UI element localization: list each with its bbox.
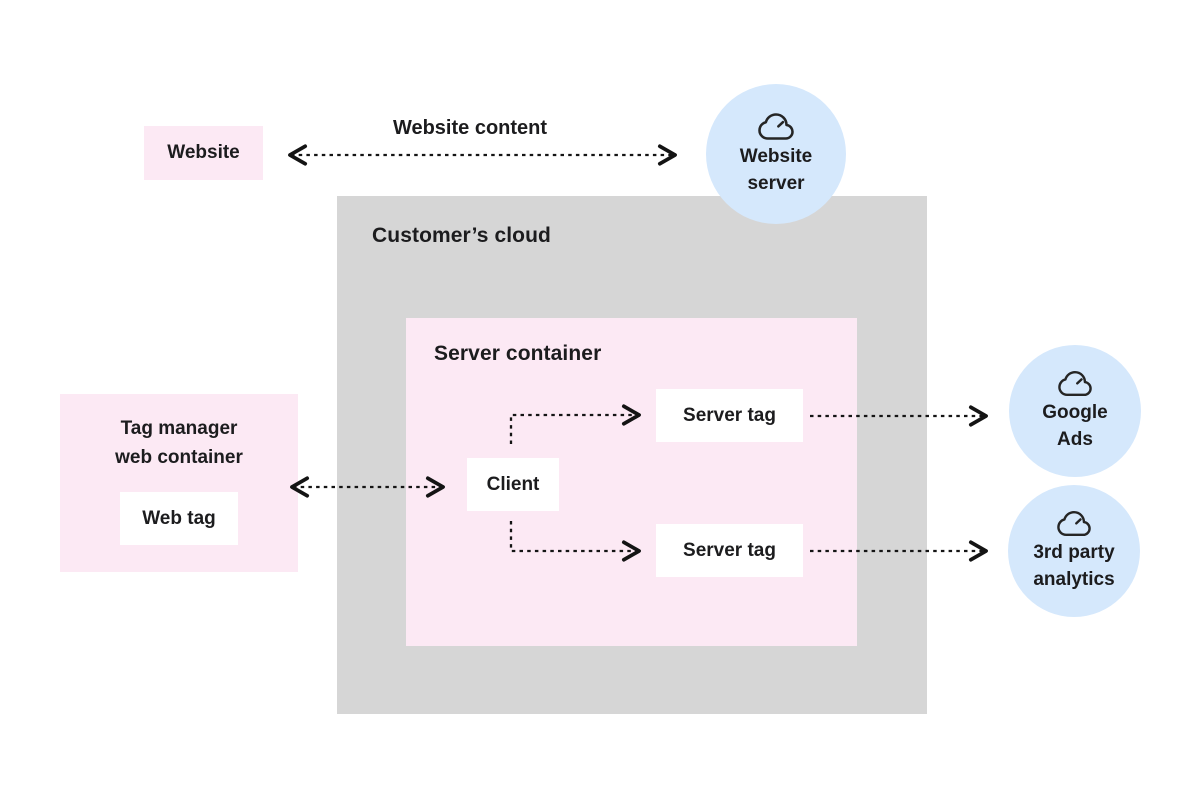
cloud-icon (1057, 510, 1091, 537)
cloud-icon (758, 112, 794, 141)
third-party-label-line1: 3rd party (1033, 541, 1115, 563)
third-party-label-line2: analytics (1033, 568, 1115, 590)
website-node: Website (144, 126, 263, 180)
tag-manager-web-container-node: Tag manager web container Web tag (60, 394, 298, 572)
customers-cloud-label: Customer’s cloud (372, 224, 551, 247)
server-tag-bottom-label: Server tag (683, 539, 776, 561)
website-server-label-line1: Website (739, 145, 813, 167)
website-label: Website (167, 142, 240, 163)
third-party-analytics-node: 3rd party analytics (1008, 485, 1140, 617)
server-tag-top-node: Server tag (656, 389, 803, 442)
google-ads-label-line2: Ads (1057, 428, 1093, 450)
tag-manager-label-line1: Tag manager (120, 418, 238, 439)
cloud-icon (1058, 370, 1092, 397)
tag-manager-label-line2: web container (115, 447, 243, 468)
website-server-node: Website server (706, 84, 846, 224)
server-container-label: Server container (434, 342, 602, 365)
web-tag-label: Web tag (142, 508, 216, 529)
server-tag-top-label: Server tag (683, 404, 776, 426)
client-label: Client (486, 473, 540, 495)
google-ads-label-line1: Google (1042, 401, 1108, 423)
google-ads-node: Google Ads (1009, 345, 1141, 477)
website-server-label-line2: server (747, 172, 805, 194)
website-content-edge-label: Website content (392, 117, 548, 139)
web-tag-node: Web tag (120, 492, 238, 545)
client-node: Client (467, 458, 559, 511)
server-tag-bottom-node: Server tag (656, 524, 803, 577)
